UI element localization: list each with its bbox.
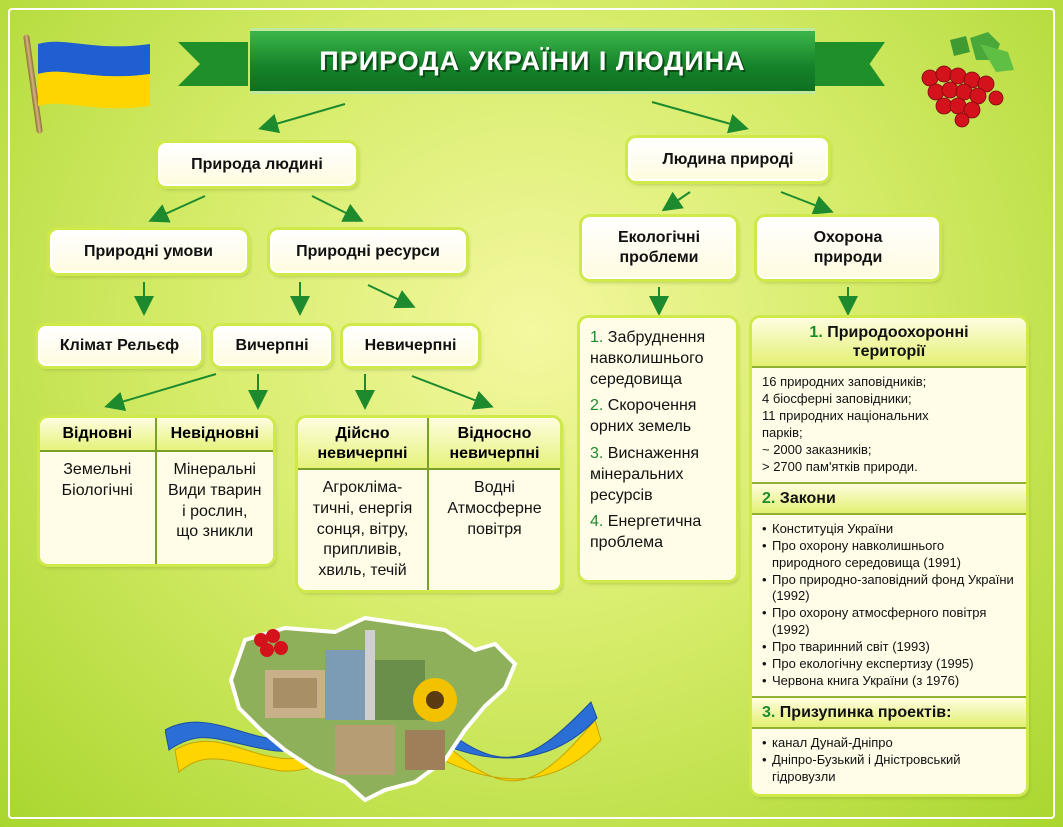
list-item: 11 природних національних парків; bbox=[762, 408, 929, 441]
list-item: > 2700 пам'ятків природи. bbox=[762, 458, 918, 474]
table-cell-relatively-inexhaustible: Водні Атмосферне повітря bbox=[447, 479, 542, 538]
arrow bbox=[258, 103, 346, 134]
node-label: Природа людині bbox=[191, 155, 323, 173]
table-inexhaustible: Дійсно невичерпні Відносно невичерпні Аг… bbox=[298, 418, 560, 590]
table-renewable: Відновні Невідновні Земельні Біологічні … bbox=[40, 418, 273, 564]
node-label: Невичерпні bbox=[364, 337, 457, 354]
list-item: Про охорону навколишнього природного сер… bbox=[762, 538, 1016, 572]
table-cell-truly-inexhaustible: Агрокліма- тичні, енергія сонця, вітру, … bbox=[298, 470, 429, 590]
list-item: 3. Виснаження мінеральних ресурсів bbox=[590, 444, 700, 504]
arrow bbox=[367, 284, 416, 309]
node-label: Вичерпні bbox=[235, 337, 309, 354]
arrow bbox=[411, 375, 494, 410]
arrow bbox=[311, 195, 364, 222]
node-nature-protection: Охорона природи bbox=[757, 217, 939, 279]
ukraine-flag-icon bbox=[38, 41, 150, 109]
node-label: Природні умови bbox=[84, 242, 213, 260]
table-header-renewable: Відновні bbox=[40, 418, 157, 452]
list-item: Про екологічну експертизу (1995) bbox=[762, 656, 1016, 673]
table-header-truly-inexhaustible: Дійсно невичерпні bbox=[298, 418, 429, 470]
node-natural-resources: Природні ресурси bbox=[270, 230, 466, 273]
list-item: ~ 2000 заказників; bbox=[762, 441, 872, 457]
node-label: Клімат Рельєф bbox=[59, 337, 180, 354]
list-item: 4. Енергетична проблема bbox=[590, 513, 702, 552]
node-nature-to-human: Природа людині bbox=[158, 143, 356, 186]
node-label: Екологічні проблеми bbox=[617, 229, 701, 266]
protection-panel: 1. Природоохоронні території 16 природни… bbox=[752, 318, 1026, 794]
table-header-relatively-inexhaustible: Відносно невичерпні bbox=[429, 418, 560, 470]
title-banner: ПРИРОДА УКРАЇНИ І ЛЮДИНА bbox=[250, 28, 815, 94]
node-label: Природні ресурси bbox=[296, 242, 440, 260]
list-item: канал Дунай-Дніпро bbox=[762, 735, 1016, 752]
section-header-suspended-projects: 3. Призупинка проектів: bbox=[752, 695, 1026, 729]
arrow bbox=[104, 373, 217, 412]
section-body-protected-areas: 16 природних заповідників; 4 біосферні з… bbox=[752, 368, 1026, 481]
table-cell-nonrenewable: Мінеральні Види тварин і рослин, що зник… bbox=[167, 461, 262, 541]
node-label: Охорона природи bbox=[813, 229, 883, 266]
section-header-laws: 2. Закони bbox=[752, 481, 1026, 515]
ukraine-map-collage bbox=[165, 615, 602, 803]
node-human-to-nature: Людина природі bbox=[628, 138, 828, 181]
list-item: Дніпро-Бузький і Дністровський гідровузл… bbox=[762, 752, 1016, 786]
section-header-protected-areas: 1. Природоохоронні території bbox=[752, 318, 1026, 369]
table-cell-renewable: Земельні Біологічні bbox=[40, 452, 157, 564]
list-item: 4 біосферні заповідники; bbox=[762, 391, 912, 407]
node-inexhaustible: Невичерпні bbox=[343, 326, 478, 366]
list-item: 1. Забруднення навколишнього середовища bbox=[590, 329, 706, 388]
node-climate-relief: Клімат Рельєф bbox=[38, 326, 201, 366]
section-body-suspended-projects: канал Дунай-Дніпро Дніпро-Бузький і Дніс… bbox=[752, 729, 1026, 792]
arrow bbox=[148, 195, 206, 223]
arrow bbox=[780, 191, 834, 215]
list-item: 2. Скорочення орних земель bbox=[590, 397, 697, 436]
node-label: Людина природі bbox=[662, 150, 794, 168]
list-item: 16 природних заповідників; bbox=[762, 374, 927, 390]
list-item: Про охорону атмосферного повітря (1992) bbox=[762, 605, 1016, 639]
arrow bbox=[651, 101, 749, 134]
section-body-laws: Конституція України Про охорону навколиш… bbox=[752, 515, 1026, 696]
list-item: Червона книга України (з 1976) bbox=[762, 673, 1016, 690]
page-title: ПРИРОДА УКРАЇНИ І ЛЮДИНА bbox=[319, 45, 746, 76]
arrow bbox=[661, 191, 691, 212]
viburnum-berries-icon bbox=[921, 32, 1014, 128]
node-natural-conditions: Природні умови bbox=[50, 230, 247, 273]
eco-problems-list: 1. Забруднення навколишнього середовища … bbox=[580, 318, 736, 580]
list-item: Про природно-заповідний фонд України (19… bbox=[762, 572, 1016, 606]
list-item: Конституція України bbox=[762, 521, 1016, 538]
node-eco-problems: Екологічні проблеми bbox=[582, 217, 736, 279]
table-header-nonrenewable: Невідновні bbox=[156, 418, 273, 452]
node-exhaustible: Вичерпні bbox=[213, 326, 331, 366]
list-item: Про тваринний світ (1993) bbox=[762, 639, 1016, 656]
